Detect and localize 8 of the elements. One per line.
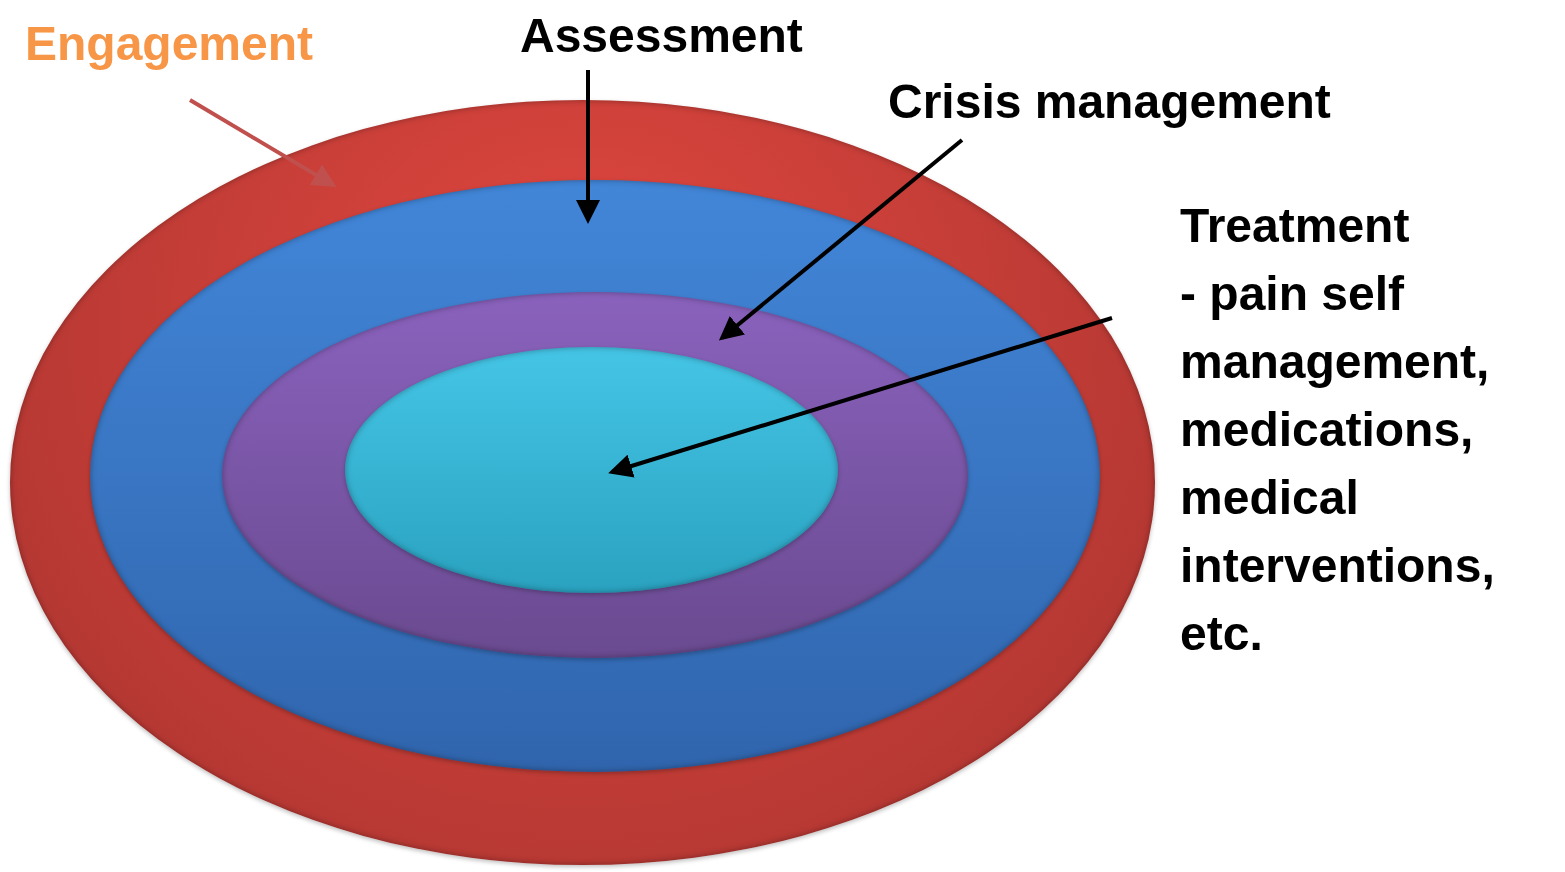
callout-label: Assessment [520, 2, 850, 70]
callout-heading: Treatment [1180, 198, 1410, 254]
arrow [718, 138, 964, 341]
arrow [576, 70, 600, 224]
callout-label: Engagement [25, 10, 365, 78]
callout-text: - pain self management, medications, medical interventions, etc. [1180, 266, 1496, 662]
callout-label: Crisis management [888, 68, 1408, 136]
arrow [188, 98, 337, 188]
